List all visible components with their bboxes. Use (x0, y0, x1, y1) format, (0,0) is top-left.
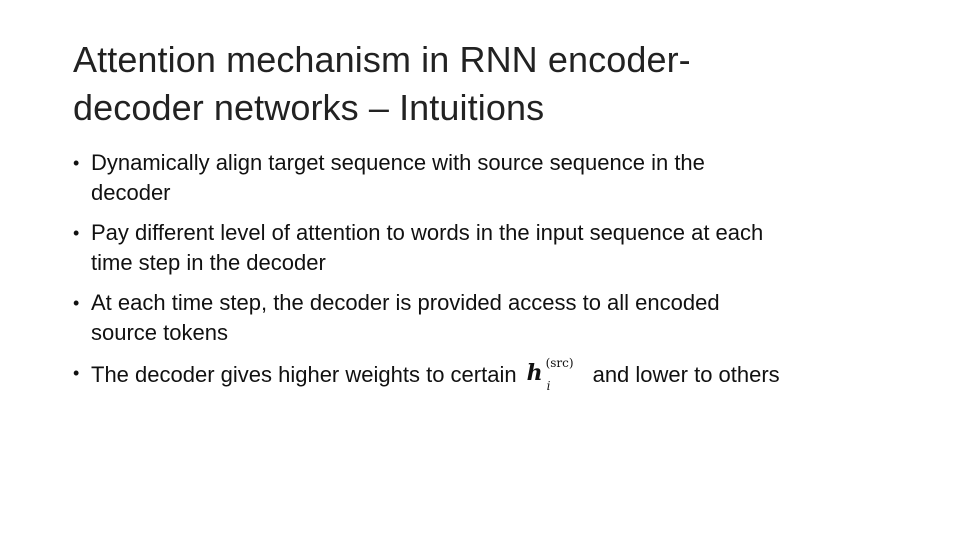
slide-title: Attention mechanism in RNN encoder- deco… (73, 36, 873, 132)
bullet-item-weights: • The decoder gives higher weights to ce… (73, 356, 933, 393)
bullet-item-attention-levels: • Pay different level of attention to wo… (73, 218, 933, 278)
bullet-text: At each time step, the decoder is provid… (91, 290, 720, 315)
bullet-dot: • (73, 223, 80, 243)
math-hidden-state-symbol: h(src) i (526, 356, 585, 393)
slide-title-line-2: decoder networks – Intuitions (73, 87, 545, 128)
bullet-text: Pay different level of attention to word… (91, 220, 764, 245)
bullet-text-continued: time step in the decoder (91, 250, 326, 275)
bullet-item-align: • Dynamically align target sequence with… (73, 148, 933, 208)
bullet-text-continued: decoder (91, 180, 171, 205)
math-base: h (526, 360, 543, 386)
bullet-text: The decoder gives higher weights to cert… (91, 356, 933, 393)
bullet-text-continued: source tokens (91, 320, 228, 345)
bullet-dot: • (73, 153, 80, 173)
bullet-dot: • (73, 363, 80, 383)
math-subscript: i (546, 379, 551, 393)
bullet-text: Dynamically align target sequence with s… (91, 150, 705, 175)
slide-title-line-1: Attention mechanism in RNN encoder- (73, 39, 691, 80)
bullet-dot: • (73, 293, 80, 313)
bullet-text-after-math: and lower to others (592, 362, 780, 387)
bullet-list: • Dynamically align target sequence with… (73, 148, 933, 400)
bullet-item-access: • At each time step, the decoder is prov… (73, 288, 933, 348)
bullet-text-before-math: The decoder gives higher weights to cert… (91, 362, 517, 387)
math-superscript: (src) (545, 356, 574, 370)
